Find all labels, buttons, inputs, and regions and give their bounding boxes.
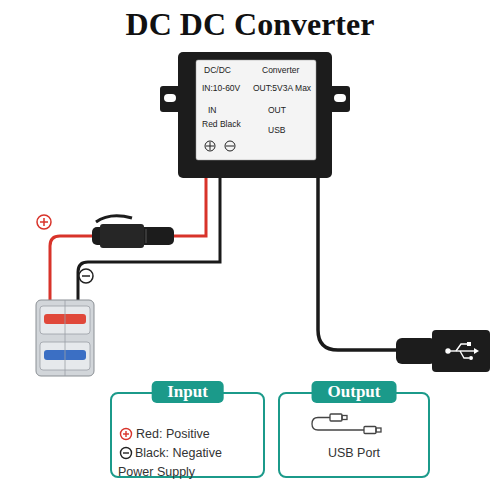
label-text: DC/DC — [204, 66, 231, 75]
converter-body — [160, 40, 350, 178]
wire-color-text: Red Black — [202, 120, 241, 129]
rating-text: IN:10-60V — [202, 84, 240, 93]
converter-label: DC/DC ConverterIN:10-60V OUT:5V3A MaxIN OUT… — [196, 60, 316, 160]
positive-mark — [37, 215, 51, 229]
panel-heading: Input — [151, 381, 224, 403]
label-text: Converter — [262, 66, 299, 75]
negative-icon — [121, 448, 132, 459]
page-title: DC DC Converter — [0, 6, 500, 43]
usb-cable-icon — [312, 414, 381, 434]
port-text: USB Port — [328, 444, 380, 463]
fuse-holder — [92, 216, 174, 248]
output-panel: OutputUSB Port — [278, 392, 430, 478]
usb-cable — [318, 175, 398, 350]
negative-mark — [79, 269, 93, 283]
usb-plug — [396, 330, 490, 372]
rating-text: OUT:5V3A Max — [253, 84, 311, 93]
positive-icon — [121, 429, 132, 440]
legend-text: Black: Negative Power Supply — [118, 444, 240, 482]
panel-heading: Output — [312, 381, 397, 403]
input-panel: InputRed: PositiveBlack: Negative Power … — [110, 392, 265, 478]
port-text: OUT — [268, 106, 286, 115]
lever-connector — [36, 300, 94, 376]
port-text: USB — [268, 126, 285, 135]
terminal-symbols — [205, 141, 235, 151]
port-text: IN — [208, 106, 217, 115]
legend-text: Red: Positive — [136, 425, 210, 444]
red-wire — [50, 175, 206, 304]
black-wire — [78, 175, 220, 304]
